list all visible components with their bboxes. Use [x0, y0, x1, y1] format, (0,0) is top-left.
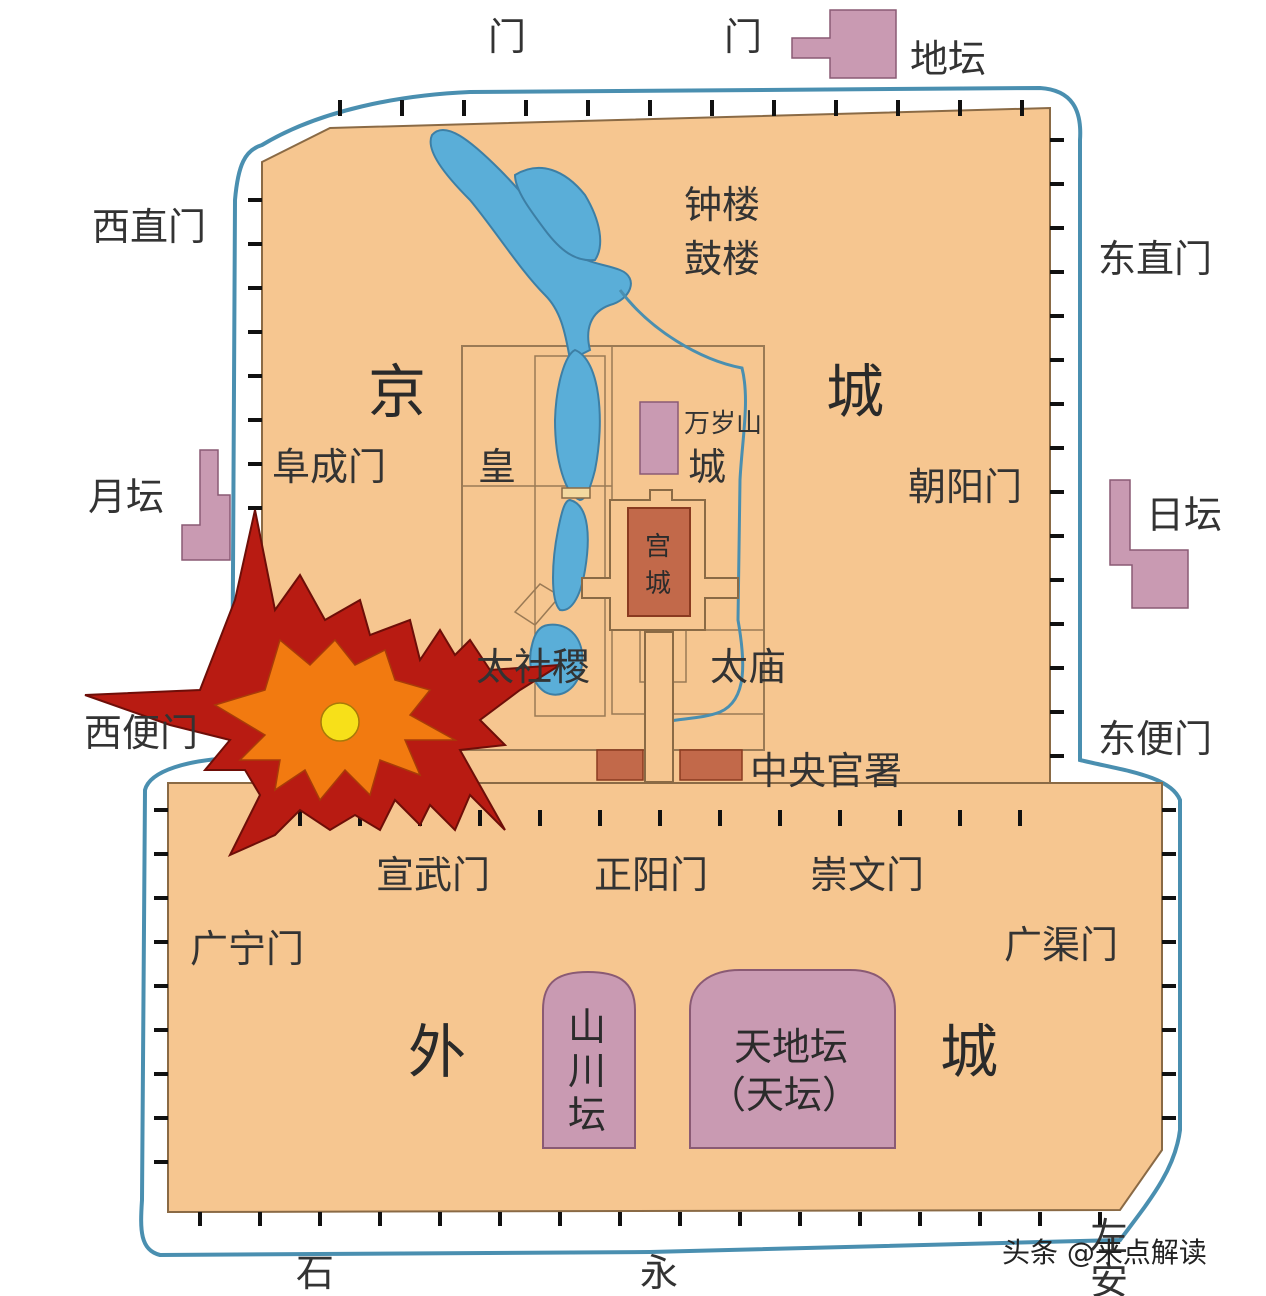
imperial-huang-label: 皇 [478, 445, 516, 489]
central-office-west [596, 749, 644, 781]
palace-gate-corridor [644, 631, 674, 783]
shi-label: 石 [296, 1251, 334, 1295]
gulou-label: 鼓楼 [684, 237, 760, 281]
xibianmen-label: 西便门 [84, 711, 198, 755]
yuetan-label: 月坛 [88, 475, 164, 519]
outer-city-wai-label: 外 [408, 1018, 466, 1086]
palace-gong-label: 宫 [645, 532, 671, 562]
outer-city-cheng-label: 城 [940, 1018, 998, 1086]
ditan-label: 地坛 [910, 37, 986, 81]
an-label: 安 [1090, 1259, 1128, 1296]
tiandi-label: 天地坛 [734, 1025, 848, 1069]
top-gate-label-a: 门 [488, 15, 526, 59]
imperial-cheng-label: 城 [688, 445, 726, 489]
chongwenmen-label: 崇文门 [810, 853, 924, 897]
guangningmen-label: 广宁门 [190, 927, 304, 971]
moat [139, 85, 1182, 1258]
shanchuan-tan-label: 坛 [568, 1093, 606, 1137]
inner-city-jing-label: 京 [368, 358, 426, 426]
ritan-altar [1109, 479, 1189, 609]
palace-city [627, 507, 691, 617]
yuetan-altar [181, 449, 231, 561]
yong-label: 永 [640, 1251, 678, 1295]
taimiao-label: 太庙 [710, 645, 786, 689]
zhonghai-lake [553, 348, 601, 502]
tiantan-label: （天坛） [708, 1073, 860, 1117]
outer-city [167, 782, 1163, 1214]
wansuishan-hill [639, 401, 679, 475]
shanchuan-shan-label: 山 [568, 1005, 606, 1049]
nanhai-lake [529, 623, 584, 696]
shanchuan-chuan-label: 川 [568, 1049, 606, 1093]
top-gate-label-b: 门 [724, 15, 762, 59]
inner-city-cheng-label: 城 [826, 358, 884, 426]
dongbianmen-label: 东便门 [1098, 717, 1212, 761]
palace-cheng-label: 城 [645, 569, 671, 599]
dongzhimen-label: 东直门 [1098, 237, 1212, 281]
ditan-altar [791, 9, 897, 79]
central-office-east [679, 749, 743, 781]
watermark-text: 头条 @来点解读 [1002, 1236, 1207, 1269]
xizhimen-label: 西直门 [92, 205, 206, 249]
shanchuan-altar [542, 970, 636, 1149]
chaoyangmen-label: 朝阳门 [908, 465, 1022, 509]
nanhai-lake-north [552, 498, 589, 612]
inner-river [618, 289, 747, 727]
tiantan-altar [689, 969, 896, 1149]
fuchengmen-label: 阜成门 [272, 445, 386, 489]
taisheji-label: 太社稷 [476, 645, 590, 689]
central-offices-label: 中央官署 [750, 749, 902, 793]
wansuishan-label: 万岁山 [684, 409, 762, 439]
xuanwumen-label: 宣武门 [376, 853, 490, 897]
ritan-label: 日坛 [1146, 493, 1222, 537]
guangqumen-label: 广渠门 [1004, 923, 1118, 967]
explosion-core [320, 702, 360, 742]
zhonglou-label: 钟楼 [684, 183, 760, 227]
city-wall-battlements [154, 100, 1176, 1226]
zhengyangmen-label: 正阳门 [594, 853, 708, 897]
zuo-label: 左 [1090, 1215, 1128, 1259]
north-lakes [429, 129, 632, 362]
